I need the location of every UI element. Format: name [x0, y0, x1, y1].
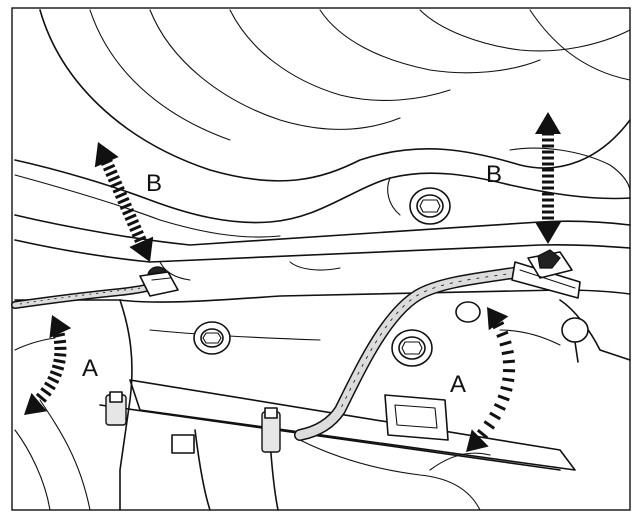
small-clip	[172, 435, 194, 453]
bolt-upper	[410, 188, 450, 224]
arrow-b-right	[535, 112, 561, 244]
body-panel	[15, 10, 630, 237]
mount-hole	[456, 302, 480, 322]
wiring-harness-left	[15, 286, 152, 305]
label-b-left: B	[146, 170, 162, 197]
bolt-far-right	[562, 318, 588, 362]
label-b-right: B	[486, 161, 502, 188]
arrow-a-right	[466, 307, 515, 452]
harness-clip-left	[106, 392, 126, 425]
bolt-left	[194, 322, 230, 354]
label-a-left: A	[82, 355, 98, 382]
label-a-right: A	[450, 371, 466, 398]
bolt-right	[392, 330, 432, 366]
arrow-a-left	[24, 315, 71, 415]
mount-block	[385, 395, 448, 440]
harness-clip-center	[262, 408, 280, 452]
arrow-b-left	[95, 142, 153, 262]
